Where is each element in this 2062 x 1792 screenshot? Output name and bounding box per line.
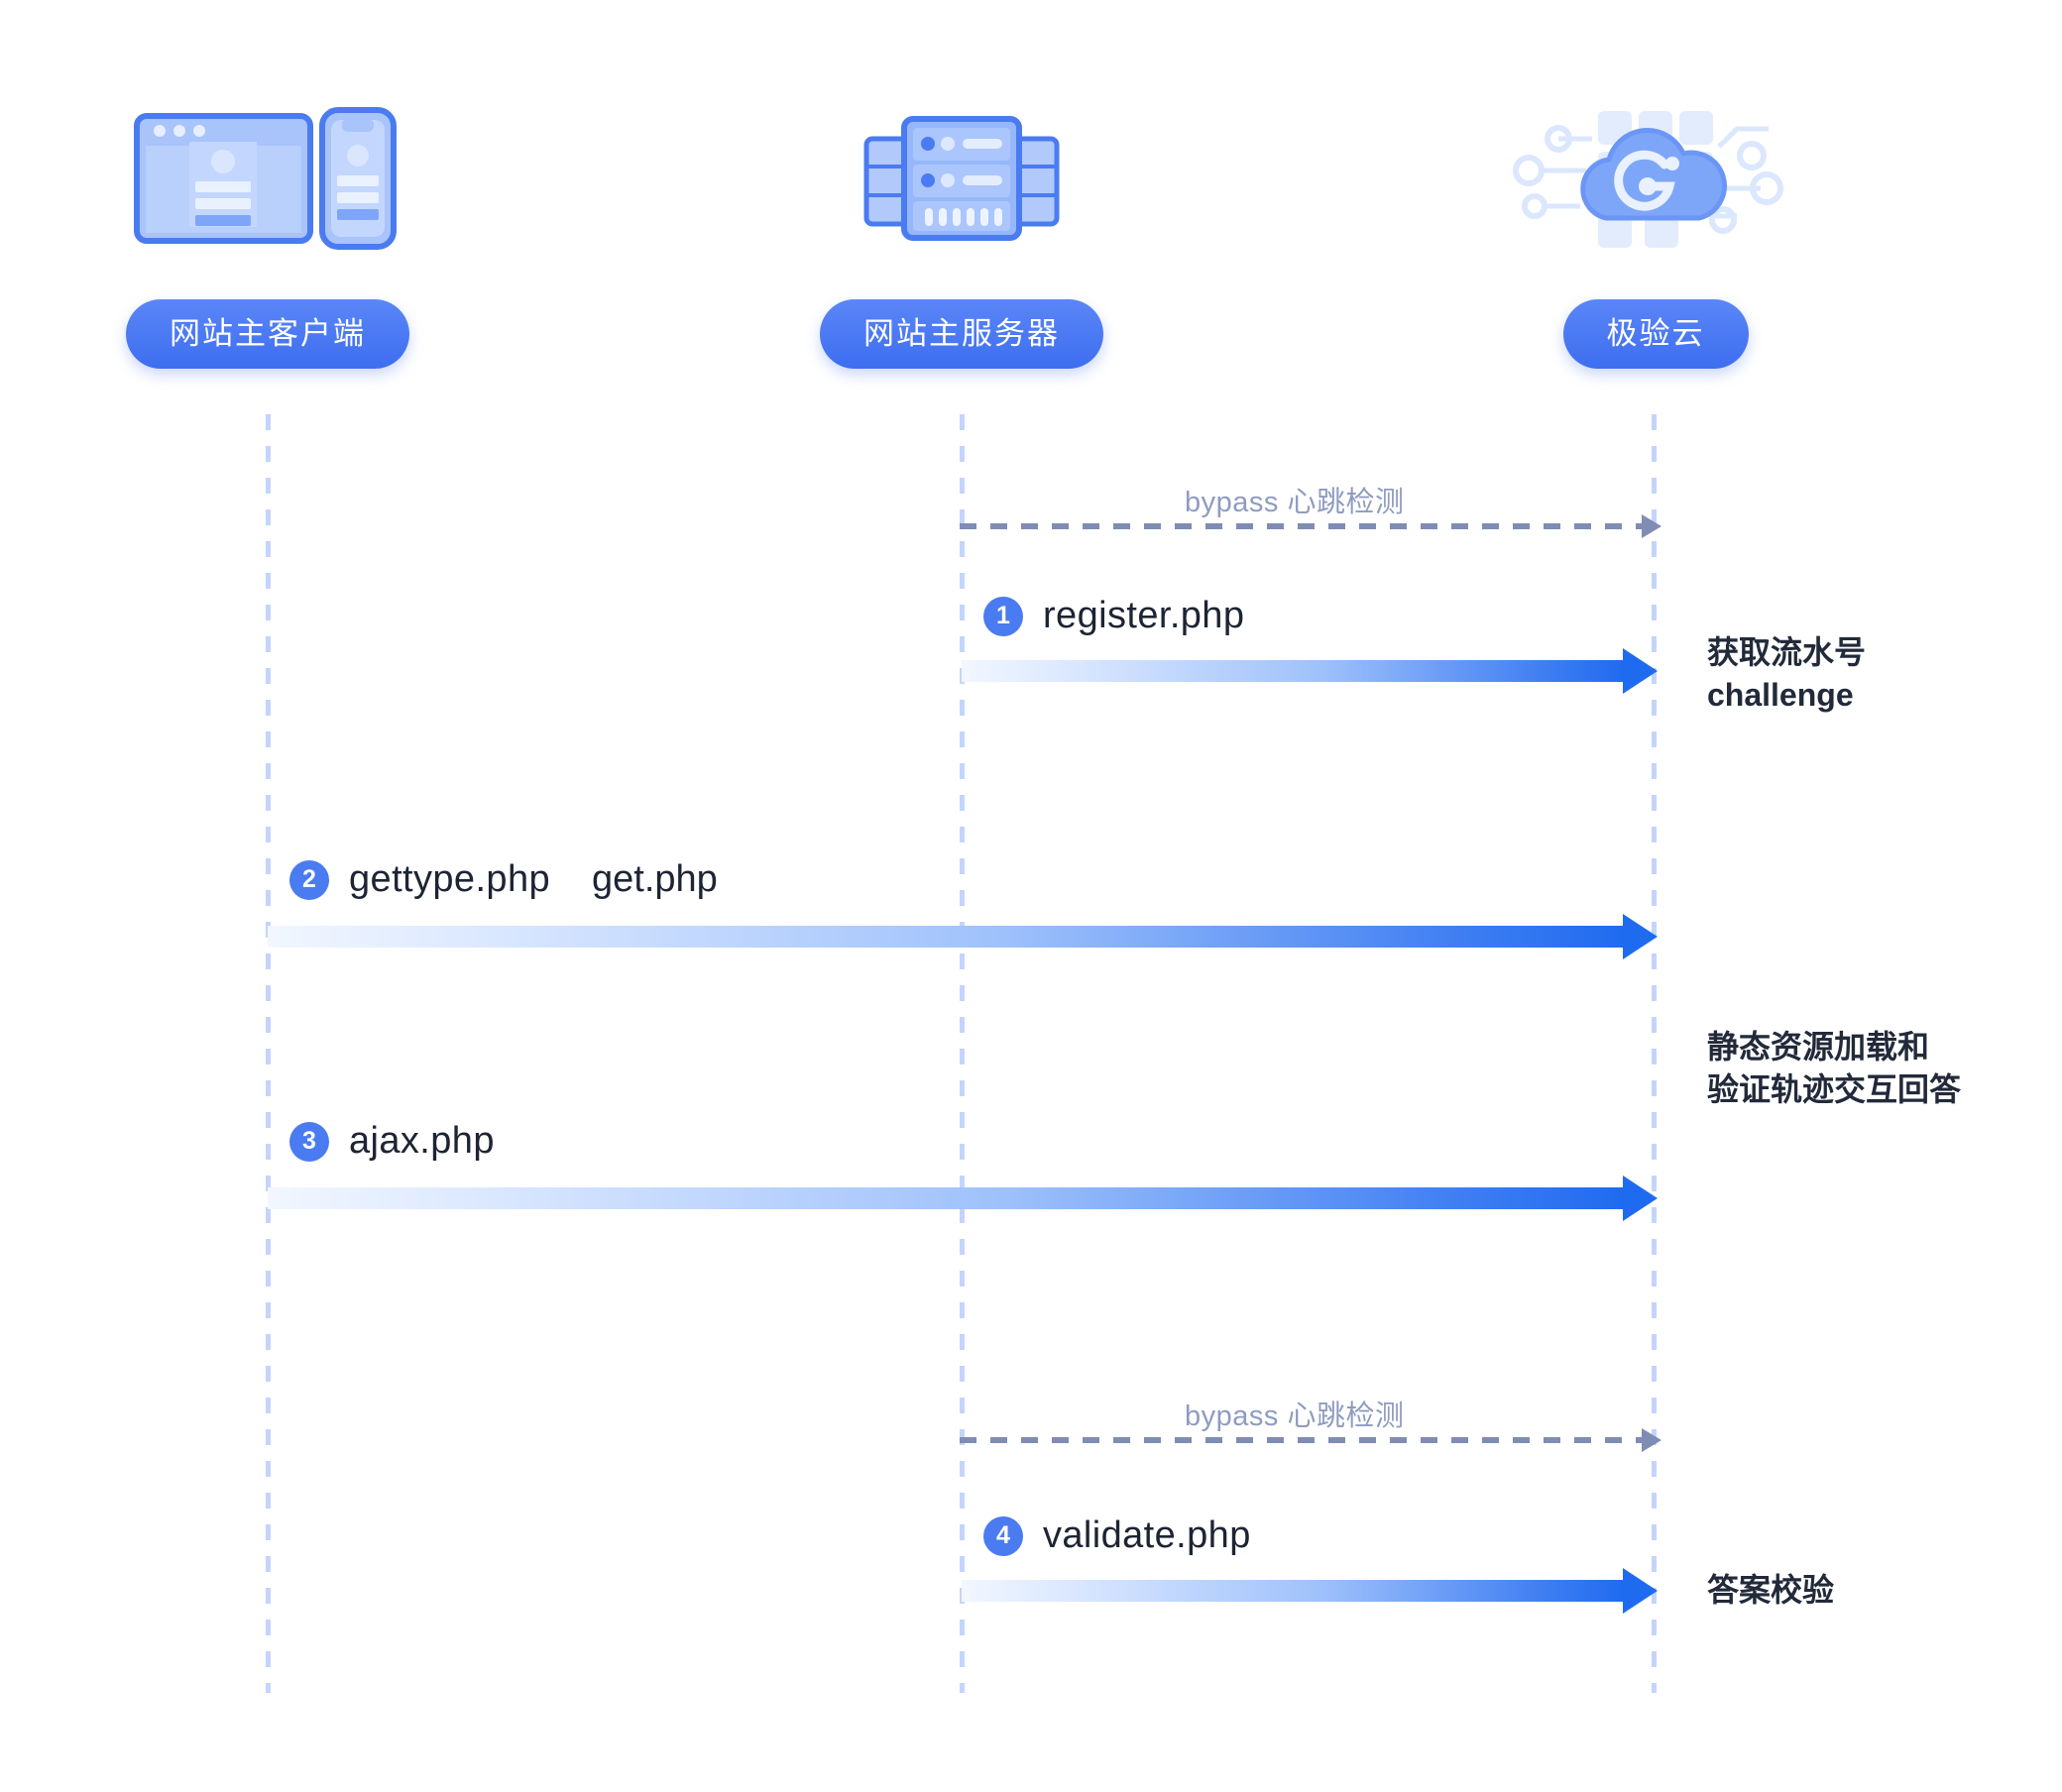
flow-arrow-validate	[962, 1568, 1658, 1614]
bypass-arrowhead-1	[1642, 514, 1661, 538]
note-validate-line1: 答案校验	[1707, 1572, 1835, 1608]
step-badge-1: 1	[983, 596, 1023, 636]
bypass-dash-line-2	[960, 1437, 1645, 1443]
flow-arrowhead-ajax	[1623, 1176, 1658, 1221]
flow-bar-gettype	[268, 926, 1624, 948]
note-validate: 答案校验	[1707, 1569, 1834, 1612]
actor-label-cloud[interactable]: 极验云	[1562, 299, 1749, 370]
step-label-ajax: ajax.php	[349, 1120, 495, 1162]
actor-label-client[interactable]: 网站主客户端	[126, 299, 409, 370]
geetest-cloud-icon	[1507, 99, 1804, 258]
bypass-label-2: bypass 心跳检测	[1185, 1400, 1405, 1432]
step-label-get: get.php	[592, 858, 718, 900]
actor-cloud: 极验云	[1477, 99, 1834, 370]
bypass-arrow-1	[960, 514, 1661, 538]
step-label-register: register.php	[1043, 595, 1245, 636]
flow-bar-ajax	[268, 1187, 1624, 1209]
note-register: 获取流水号 challenge	[1707, 631, 1866, 717]
bypass-arrowhead-2	[1642, 1428, 1661, 1452]
server-rack-icon	[862, 99, 1061, 258]
step-validate: 4 validate.php	[983, 1514, 1251, 1557]
lifeline-client	[266, 414, 271, 1693]
lifeline-cloud	[1652, 414, 1657, 1693]
lifeline-server	[960, 414, 965, 1693]
actor-label-server[interactable]: 网站主服务器	[820, 299, 1103, 370]
note-register-line1: 获取流水号	[1707, 634, 1867, 670]
step-badge-3: 3	[289, 1121, 329, 1162]
flow-arrow-ajax	[268, 1176, 1658, 1221]
note-register-line2: challenge	[1707, 677, 1854, 714]
flow-arrowhead-register	[1623, 648, 1658, 694]
actor-client: 网站主客户端	[89, 99, 446, 370]
step-badge-2: 2	[289, 859, 329, 900]
flow-arrow-gettype	[268, 914, 1658, 959]
step-register: 1 register.php	[983, 595, 1244, 637]
flow-bar-register	[962, 660, 1624, 682]
step-gettype: 2 gettype.php get.php	[289, 858, 718, 901]
flow-bar-validate	[962, 1580, 1624, 1602]
note-ajax-line2: 验证轨迹交互回答	[1707, 1071, 1962, 1108]
step-label-gettype: gettype.php	[349, 858, 551, 900]
note-ajax: 静态资源加载和 验证轨迹交互回答	[1707, 1026, 1961, 1111]
browser-mobile-icon	[134, 99, 401, 258]
bypass-dash-line-1	[960, 523, 1645, 529]
flow-arrowhead-gettype	[1623, 914, 1658, 959]
flow-arrowhead-validate	[1623, 1568, 1658, 1614]
actor-server: 网站主服务器	[783, 99, 1140, 370]
bypass-arrow-2	[960, 1428, 1661, 1452]
step-badge-4: 4	[983, 1515, 1023, 1556]
step-ajax: 3 ajax.php	[289, 1120, 495, 1163]
step-label-validate: validate.php	[1043, 1514, 1251, 1556]
bypass-label-1: bypass 心跳检测	[1185, 487, 1405, 518]
flow-arrow-register	[962, 648, 1658, 694]
note-ajax-line1: 静态资源加载和	[1707, 1029, 1930, 1064]
